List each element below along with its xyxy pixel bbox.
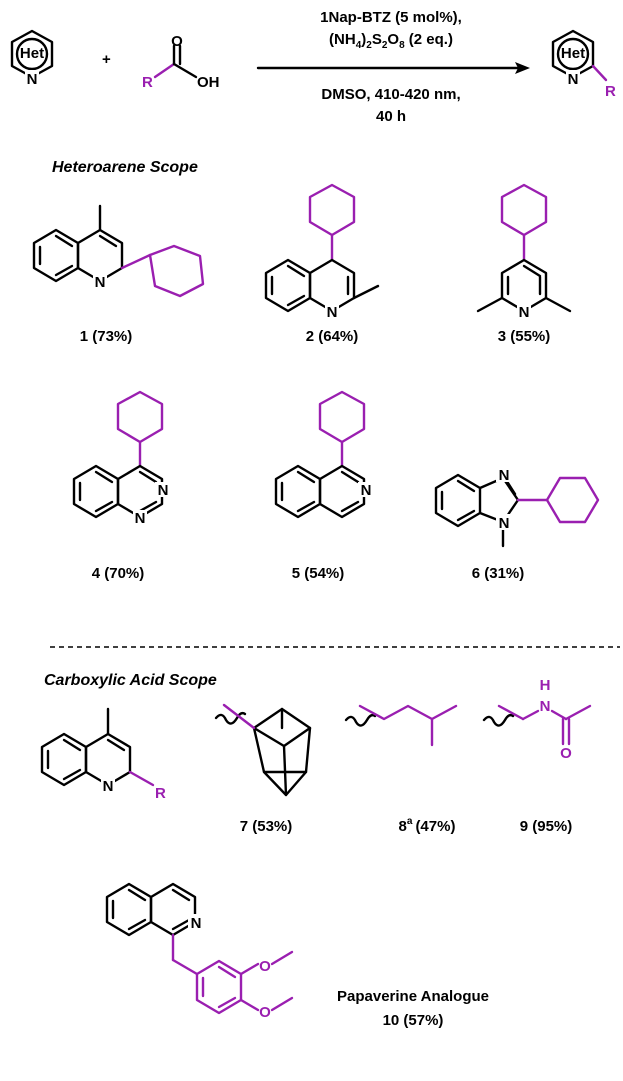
conditions-line1: 1Nap-BTZ (5 mol%), bbox=[320, 9, 462, 26]
compound-7-structure bbox=[214, 703, 312, 797]
compound-3-n-atom: N bbox=[519, 304, 530, 321]
reactant-n-atom: N bbox=[27, 71, 38, 88]
acid-scope-core-structure: N R bbox=[40, 707, 166, 802]
compound-9-h-atom: H bbox=[540, 677, 551, 694]
compound-4-structure: N N bbox=[72, 390, 170, 527]
conditions-line3: DMSO, 410-420 nm, bbox=[321, 86, 460, 103]
plus-sign: + bbox=[102, 51, 111, 68]
compound-3-structure: N bbox=[476, 183, 572, 321]
acid-core-n-atom: N bbox=[103, 778, 114, 795]
compound-5-label: 5 (54%) bbox=[292, 565, 345, 582]
compound-9-o-atom: O bbox=[560, 745, 572, 762]
compound-6-n3-atom: N bbox=[499, 467, 510, 484]
compound-8-label: 8a(47%) bbox=[399, 816, 456, 835]
papaverine-title: Papaverine Analogue bbox=[337, 988, 489, 1005]
compound-10-label: 10 (57%) bbox=[383, 1012, 444, 1029]
compound-1-n-atom: N bbox=[95, 274, 106, 291]
product-heteroarene: Het N R bbox=[551, 29, 616, 100]
acid-core-r-group: R bbox=[155, 785, 166, 802]
het-label: Het bbox=[20, 45, 44, 62]
reactant-carboxylic-acid: O OH R bbox=[142, 33, 220, 91]
compound-5-structure: N bbox=[274, 390, 373, 519]
reaction-conditions: 1Nap-BTZ (5 mol%), (NH4)2S2O8 (2 eq.) DM… bbox=[256, 9, 530, 125]
compound-3-label: 3 (55%) bbox=[498, 328, 551, 345]
compound-10-n-atom: N bbox=[191, 915, 202, 932]
compound-6-n1-atom: N bbox=[499, 515, 510, 532]
carboxylic-acid-scope-title: Carboxylic Acid Scope bbox=[44, 672, 217, 689]
acid-oh-group: OH bbox=[197, 74, 220, 91]
acid-r-group: R bbox=[142, 74, 153, 91]
compound-4-n3-atom: N bbox=[158, 482, 169, 499]
compound-6-label: 6 (31%) bbox=[472, 565, 525, 582]
compound-10-o2-atom: O bbox=[259, 1004, 271, 1021]
compound-2-structure: N bbox=[264, 183, 380, 321]
compound-10-o1-atom: O bbox=[259, 958, 271, 975]
compound-6-structure: N N bbox=[434, 466, 600, 548]
compound-2-n-atom: N bbox=[327, 304, 338, 321]
compound-4-label: 4 (70%) bbox=[92, 565, 145, 582]
compound-9-n-atom: N bbox=[540, 698, 551, 715]
reactant-heteroarene: Het N bbox=[10, 29, 54, 88]
conditions-line4: 40 h bbox=[376, 108, 406, 125]
compound-1-structure: N bbox=[32, 204, 205, 298]
compound-7-label: 7 (53%) bbox=[240, 818, 293, 835]
compound-10-structure: N O O bbox=[105, 882, 294, 1021]
acid-o-atom: O bbox=[171, 33, 183, 50]
compound-9-structure: H N O bbox=[482, 677, 592, 762]
compound-5-n-atom: N bbox=[361, 482, 372, 499]
compound-4-n1-atom: N bbox=[135, 510, 146, 527]
reaction-arrowhead bbox=[515, 62, 530, 74]
compound-2-label: 2 (64%) bbox=[306, 328, 359, 345]
product-n-atom: N bbox=[568, 71, 579, 88]
compound-1-label: 1 (73%) bbox=[80, 328, 133, 345]
heteroarene-scope-title: Heteroarene Scope bbox=[52, 159, 198, 176]
product-het-label: Het bbox=[561, 45, 585, 62]
compound-8-structure bbox=[344, 704, 458, 747]
conditions-line2: (NH4)2S2O8 (2 eq.) bbox=[329, 31, 453, 51]
compound-9-label: 9 (95%) bbox=[520, 818, 573, 835]
product-r-group: R bbox=[605, 83, 616, 100]
